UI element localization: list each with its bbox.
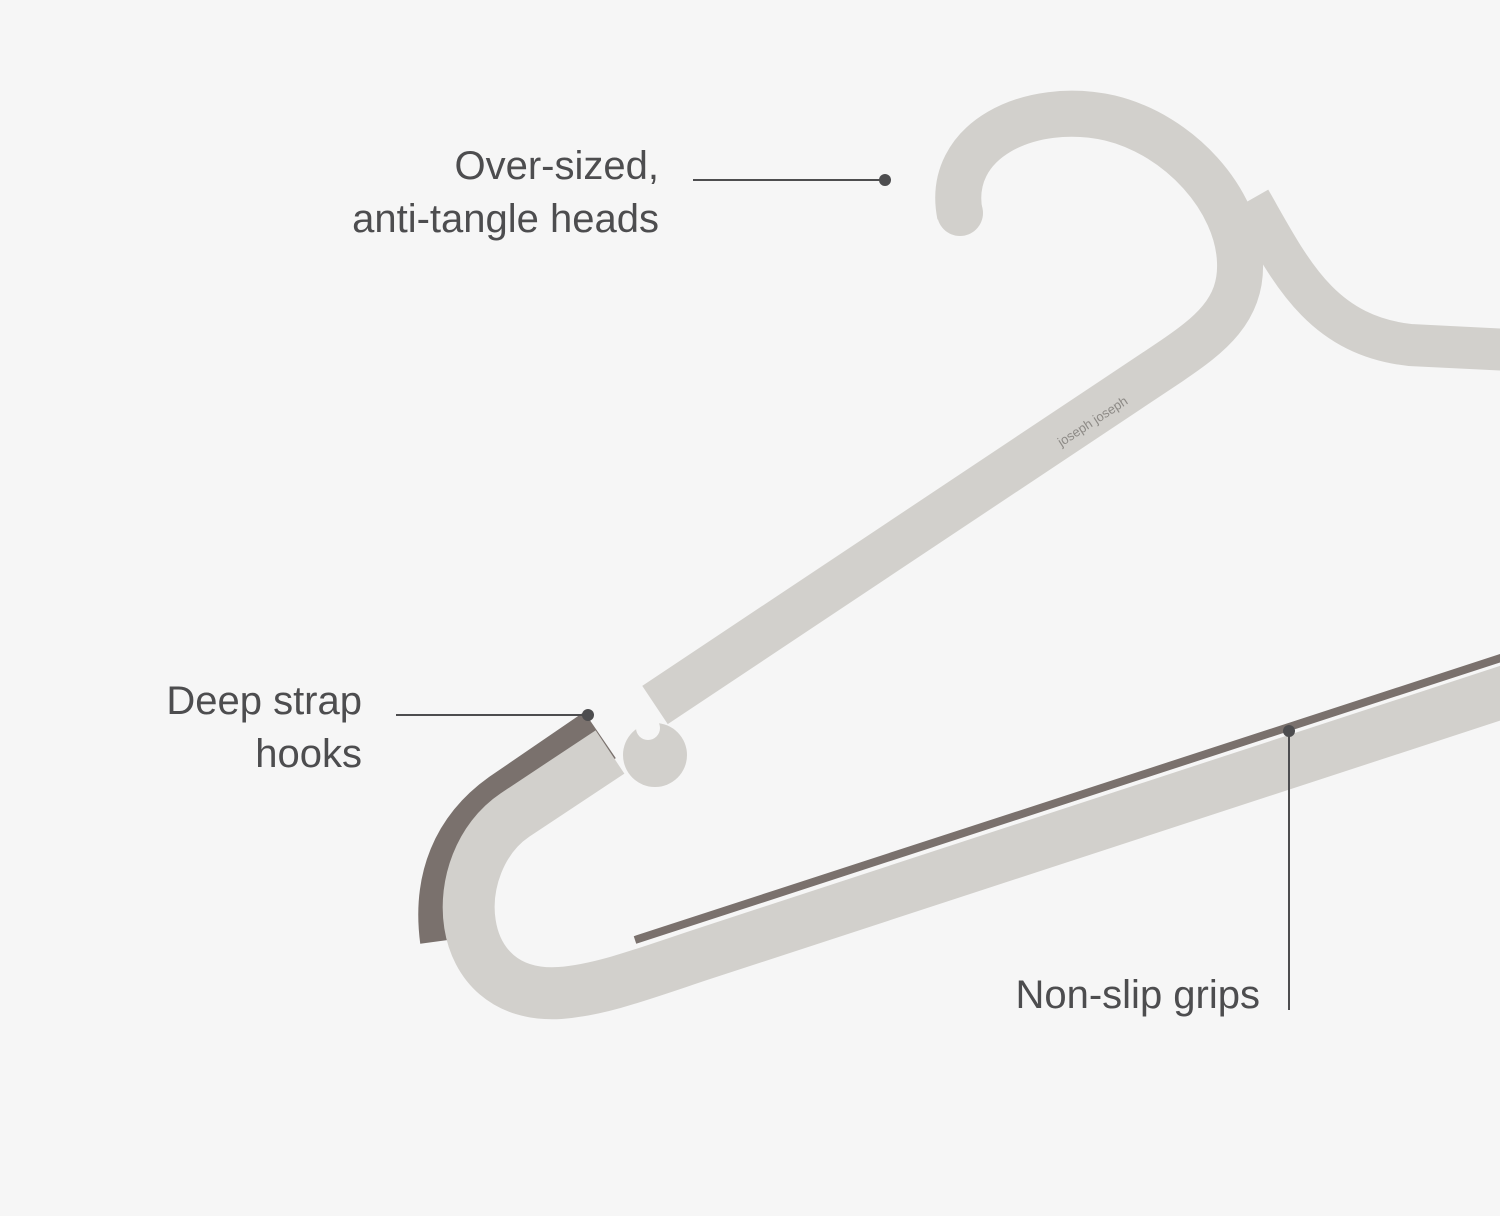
non-slip-grip-bar [633,654,1500,944]
strap-hook [623,723,687,787]
strap-hook-notch [636,716,660,740]
callout-grips-line1: Non-slip grips [1015,973,1260,1017]
callout-hooks-leader [396,714,588,716]
callout-grips-dot [1283,725,1295,737]
head-tip [937,190,983,236]
callout-heads-line2: anti-tangle heads [352,197,659,241]
callout-grips-leader [1288,731,1290,1010]
callout-hooks-label: Deep strap hooks [166,675,362,781]
callout-heads-dot [879,174,891,186]
hanger-bottom-bar [442,665,1500,1020]
callout-hooks-dot [582,709,594,721]
callout-heads-label: Over-sized, anti-tangle heads [352,140,659,246]
callout-heads-leader [693,179,885,181]
callout-hooks-line2: hooks [255,732,362,776]
hanger-head-and-arm [642,90,1264,725]
callout-heads-line1: Over-sized, [454,144,660,188]
hanger-right-shoulder [1231,189,1500,371]
callout-grips-label: Non-slip grips [1015,969,1260,1022]
callout-hooks-line1: Deep strap [166,679,362,723]
